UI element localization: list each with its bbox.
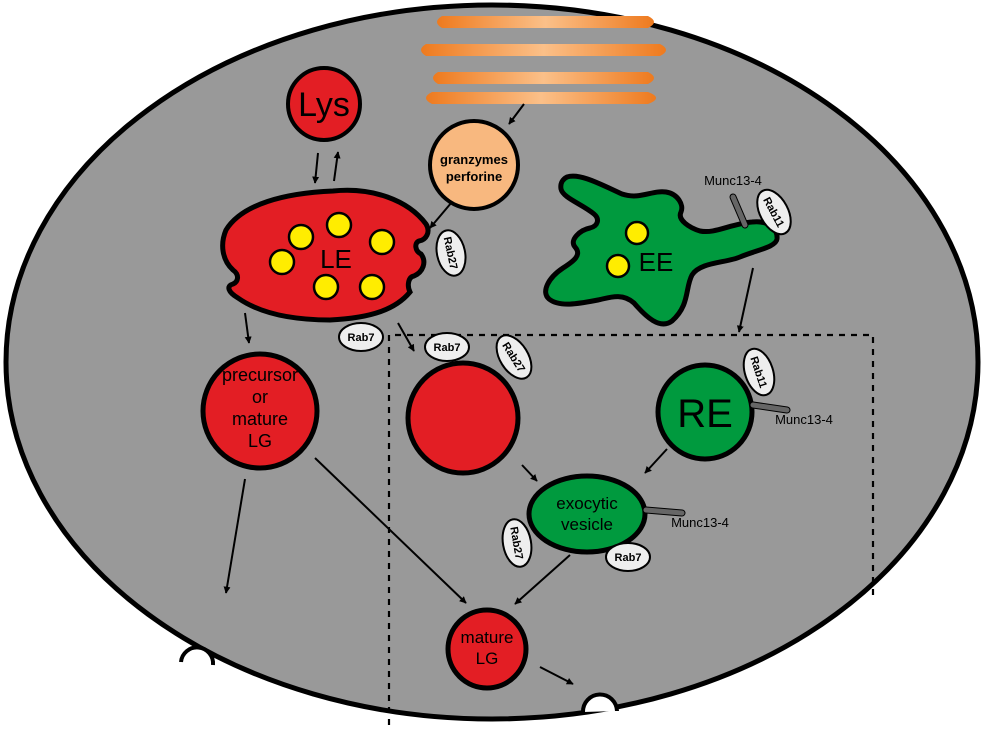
perforine-label: perforine bbox=[446, 169, 502, 184]
svg-text:Rab27: Rab27 bbox=[507, 526, 525, 561]
arrow-golgi-to-granzymes bbox=[508, 103, 525, 125]
svg-text:precursor: precursor bbox=[222, 365, 298, 385]
arrow-lys-to-le bbox=[312, 152, 320, 184]
rab7-badge-le: Rab7 bbox=[338, 322, 384, 352]
svg-text:Rab7: Rab7 bbox=[615, 552, 642, 564]
granzymes-label: granzymes bbox=[440, 152, 508, 167]
arrow-re-to-exocytic bbox=[644, 448, 668, 474]
rab27-badge-exocytic: Rab27 bbox=[501, 518, 533, 568]
arrow-mature-to-membrane bbox=[539, 666, 574, 685]
re-label: RE bbox=[677, 392, 733, 436]
svg-text:or: or bbox=[252, 387, 268, 407]
svg-text:vesicle: vesicle bbox=[561, 515, 613, 534]
svg-text:LG: LG bbox=[248, 431, 272, 451]
arrow-precursor-to-membrane bbox=[223, 478, 246, 594]
svg-text:mature: mature bbox=[232, 409, 288, 429]
svg-text:Munc13-4: Munc13-4 bbox=[704, 173, 762, 188]
early-endosome: EE bbox=[543, 173, 780, 327]
membrane-pore-right bbox=[580, 692, 619, 713]
arrow-le-to-lys bbox=[333, 151, 341, 182]
exocytic-vesicle: exocytic vesicle bbox=[526, 473, 648, 555]
rab7-badge-exocytic: Rab7 bbox=[605, 542, 651, 572]
svg-text:mature: mature bbox=[461, 628, 514, 647]
munc13-4-exocytic: Munc13-4 bbox=[642, 506, 729, 530]
rab11-badge-ee: Rab11 bbox=[756, 188, 792, 236]
svg-text:exocytic: exocytic bbox=[556, 494, 618, 513]
munc13-4-ee: Munc13-4 bbox=[704, 173, 762, 229]
precursor-lg: precursor or mature LG bbox=[200, 351, 320, 471]
svg-text:Munc13-4: Munc13-4 bbox=[775, 412, 833, 427]
arrow-precursor-to-mature bbox=[314, 457, 467, 604]
arrow-le-to-precursor bbox=[244, 312, 252, 344]
rab11-badge-re: Rab11 bbox=[742, 347, 776, 397]
svg-text:LG: LG bbox=[476, 649, 499, 668]
membrane-pore-left bbox=[179, 645, 216, 666]
recycling-endosome: RE bbox=[655, 362, 755, 462]
arrow-exocytic-to-mature bbox=[514, 554, 571, 605]
lg-red-vesicle bbox=[405, 360, 521, 476]
arrow-le-to-redvesicle bbox=[397, 322, 415, 352]
rab27-badge-le: Rab27 bbox=[435, 229, 467, 277]
mature-lg: mature LG bbox=[445, 607, 529, 691]
svg-text:Rab7: Rab7 bbox=[348, 332, 375, 344]
late-endosome: LE bbox=[220, 187, 431, 323]
rab7-badge-vesicle: Rab7 bbox=[424, 332, 470, 362]
arrow-ee-to-re bbox=[736, 267, 754, 333]
ee-label: EE bbox=[639, 247, 674, 277]
cell bbox=[3, 2, 981, 722]
lys-label: Lys bbox=[298, 86, 350, 124]
lysosome: Lys bbox=[286, 66, 362, 142]
granzymes-vesicle: granzymes perforine bbox=[428, 119, 520, 211]
golgi-apparatus bbox=[421, 16, 666, 104]
munc13-4-re: Munc13-4 bbox=[749, 401, 833, 427]
arrows bbox=[223, 103, 754, 685]
arrow-redvesicle-to-exocytic bbox=[521, 464, 538, 482]
svg-text:Munc13-4: Munc13-4 bbox=[671, 515, 729, 530]
le-label: LE bbox=[320, 244, 352, 274]
svg-text:Rab7: Rab7 bbox=[434, 342, 461, 354]
